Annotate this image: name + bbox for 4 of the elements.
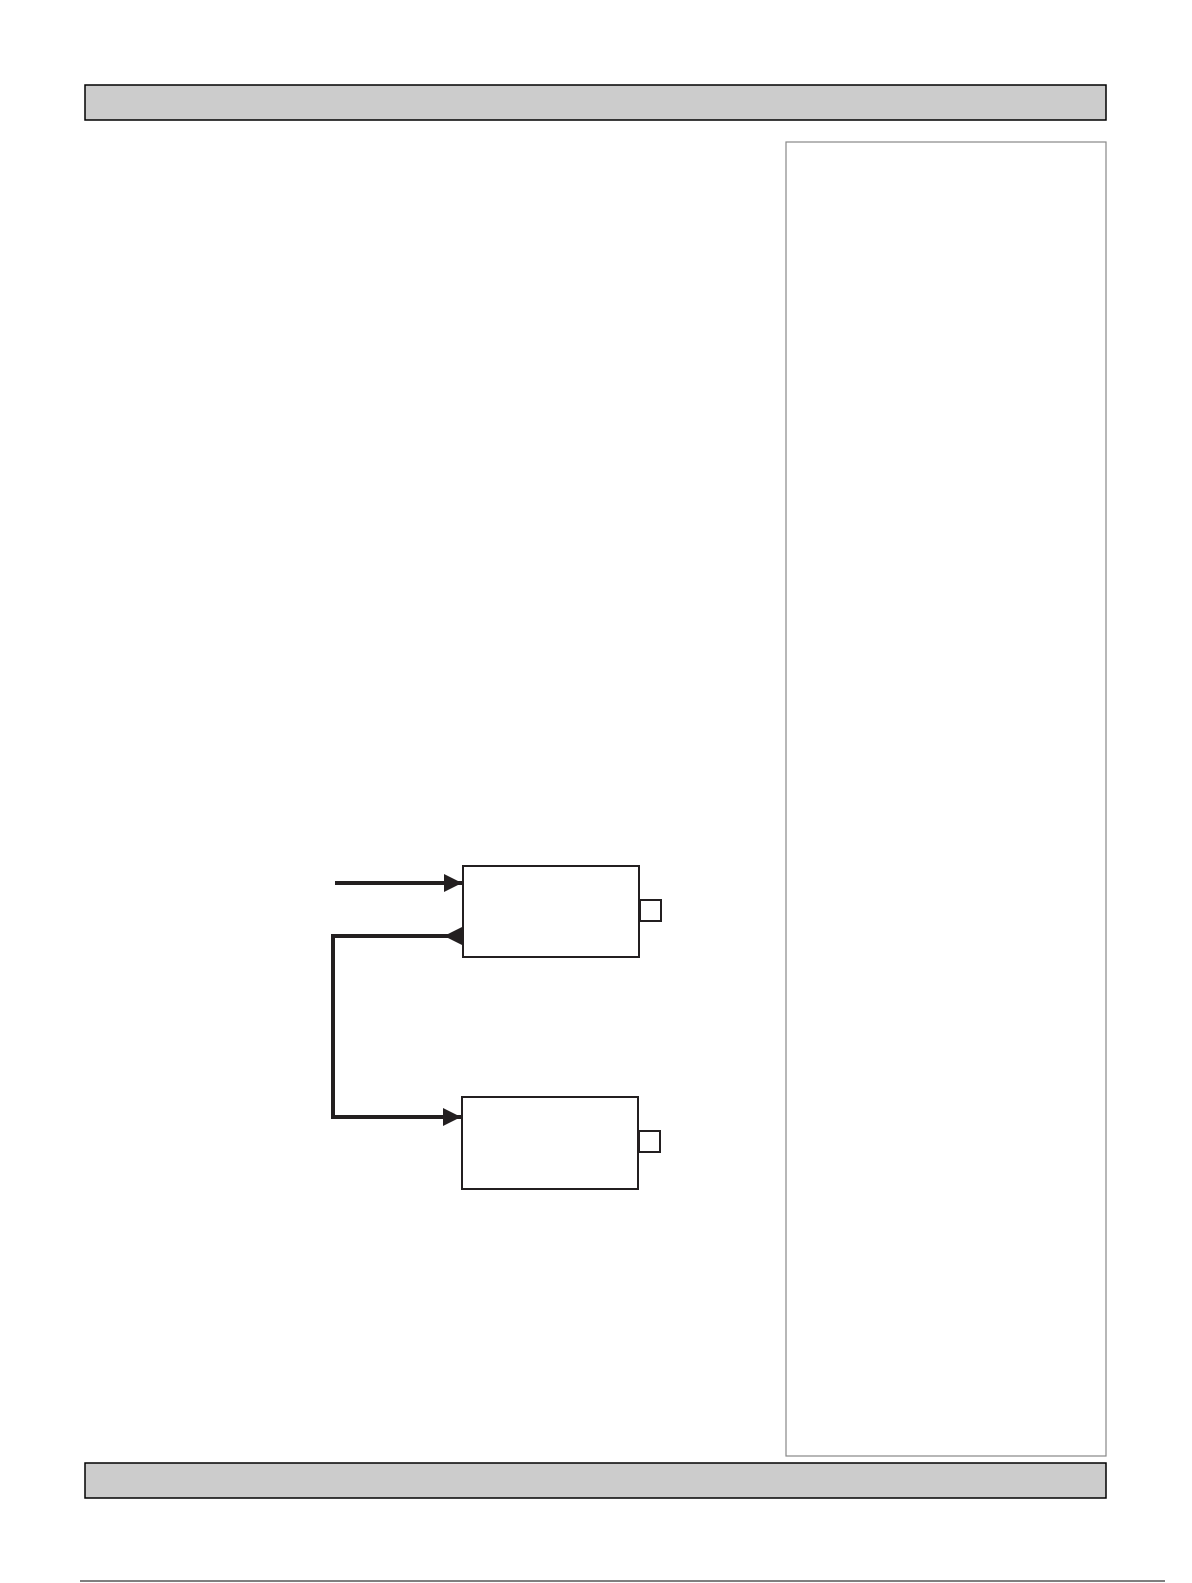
arrow (331, 927, 462, 1126)
arrow (335, 874, 462, 892)
block-box (461, 1096, 639, 1190)
block-box (462, 865, 640, 958)
